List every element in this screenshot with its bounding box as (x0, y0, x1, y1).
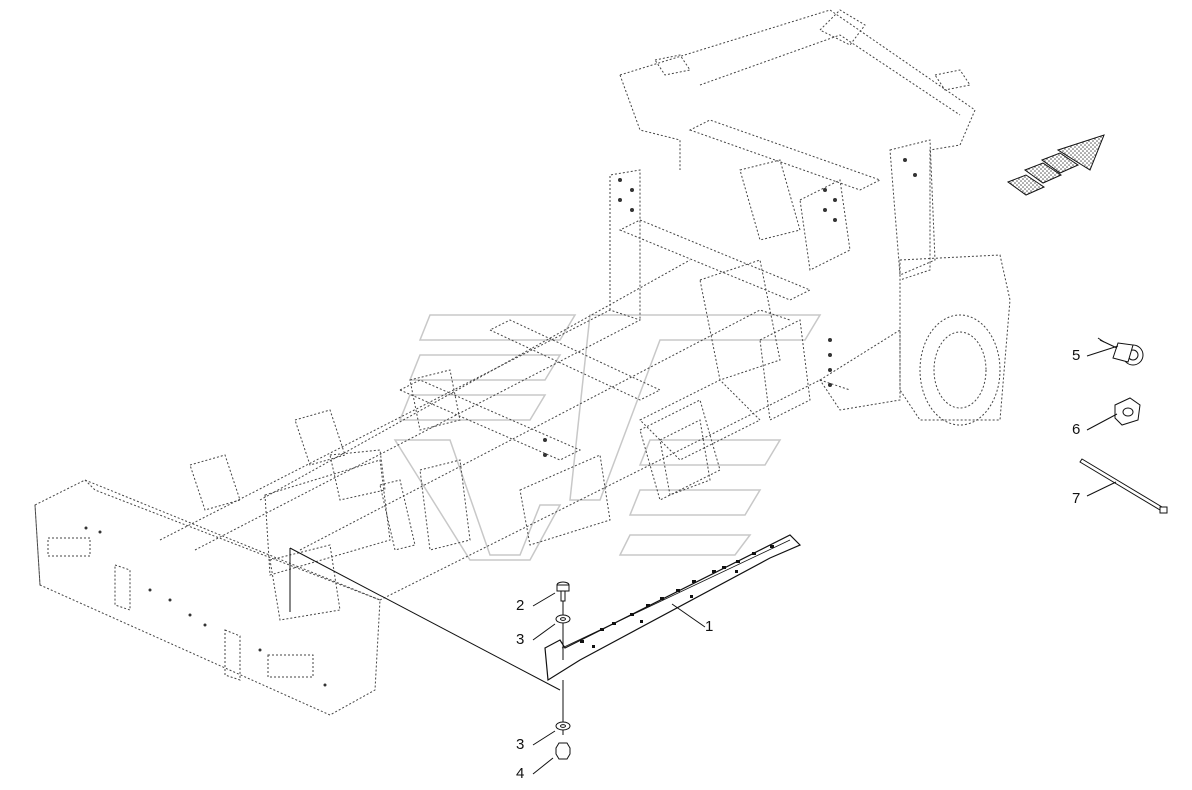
clip-part-6 (1114, 397, 1141, 426)
callout-3-lower: 3 (516, 736, 525, 753)
watermark-logo (393, 314, 822, 561)
leader-lines (532, 345, 1119, 775)
callout-4: 4 (516, 765, 525, 782)
chassis-frame (34, 9, 1011, 716)
frame-fasteners (84, 158, 917, 687)
bolt-part-2 (556, 581, 570, 602)
washer-part-3 (555, 614, 571, 731)
assembly-lines (289, 547, 564, 735)
clamp-part-5 (1097, 337, 1144, 366)
callout-2: 2 (516, 597, 525, 614)
bracket-plate-part-1 (544, 534, 802, 682)
callout-5: 5 (1072, 347, 1081, 364)
callout-3-upper: 3 (516, 631, 525, 648)
nut-part-4 (555, 742, 571, 760)
callout-7: 7 (1072, 490, 1081, 507)
direction-arrow-icon (1006, 134, 1105, 196)
callout-1: 1 (705, 618, 714, 635)
callout-6: 6 (1072, 421, 1081, 438)
cable-tie-part-7 (1079, 458, 1168, 514)
